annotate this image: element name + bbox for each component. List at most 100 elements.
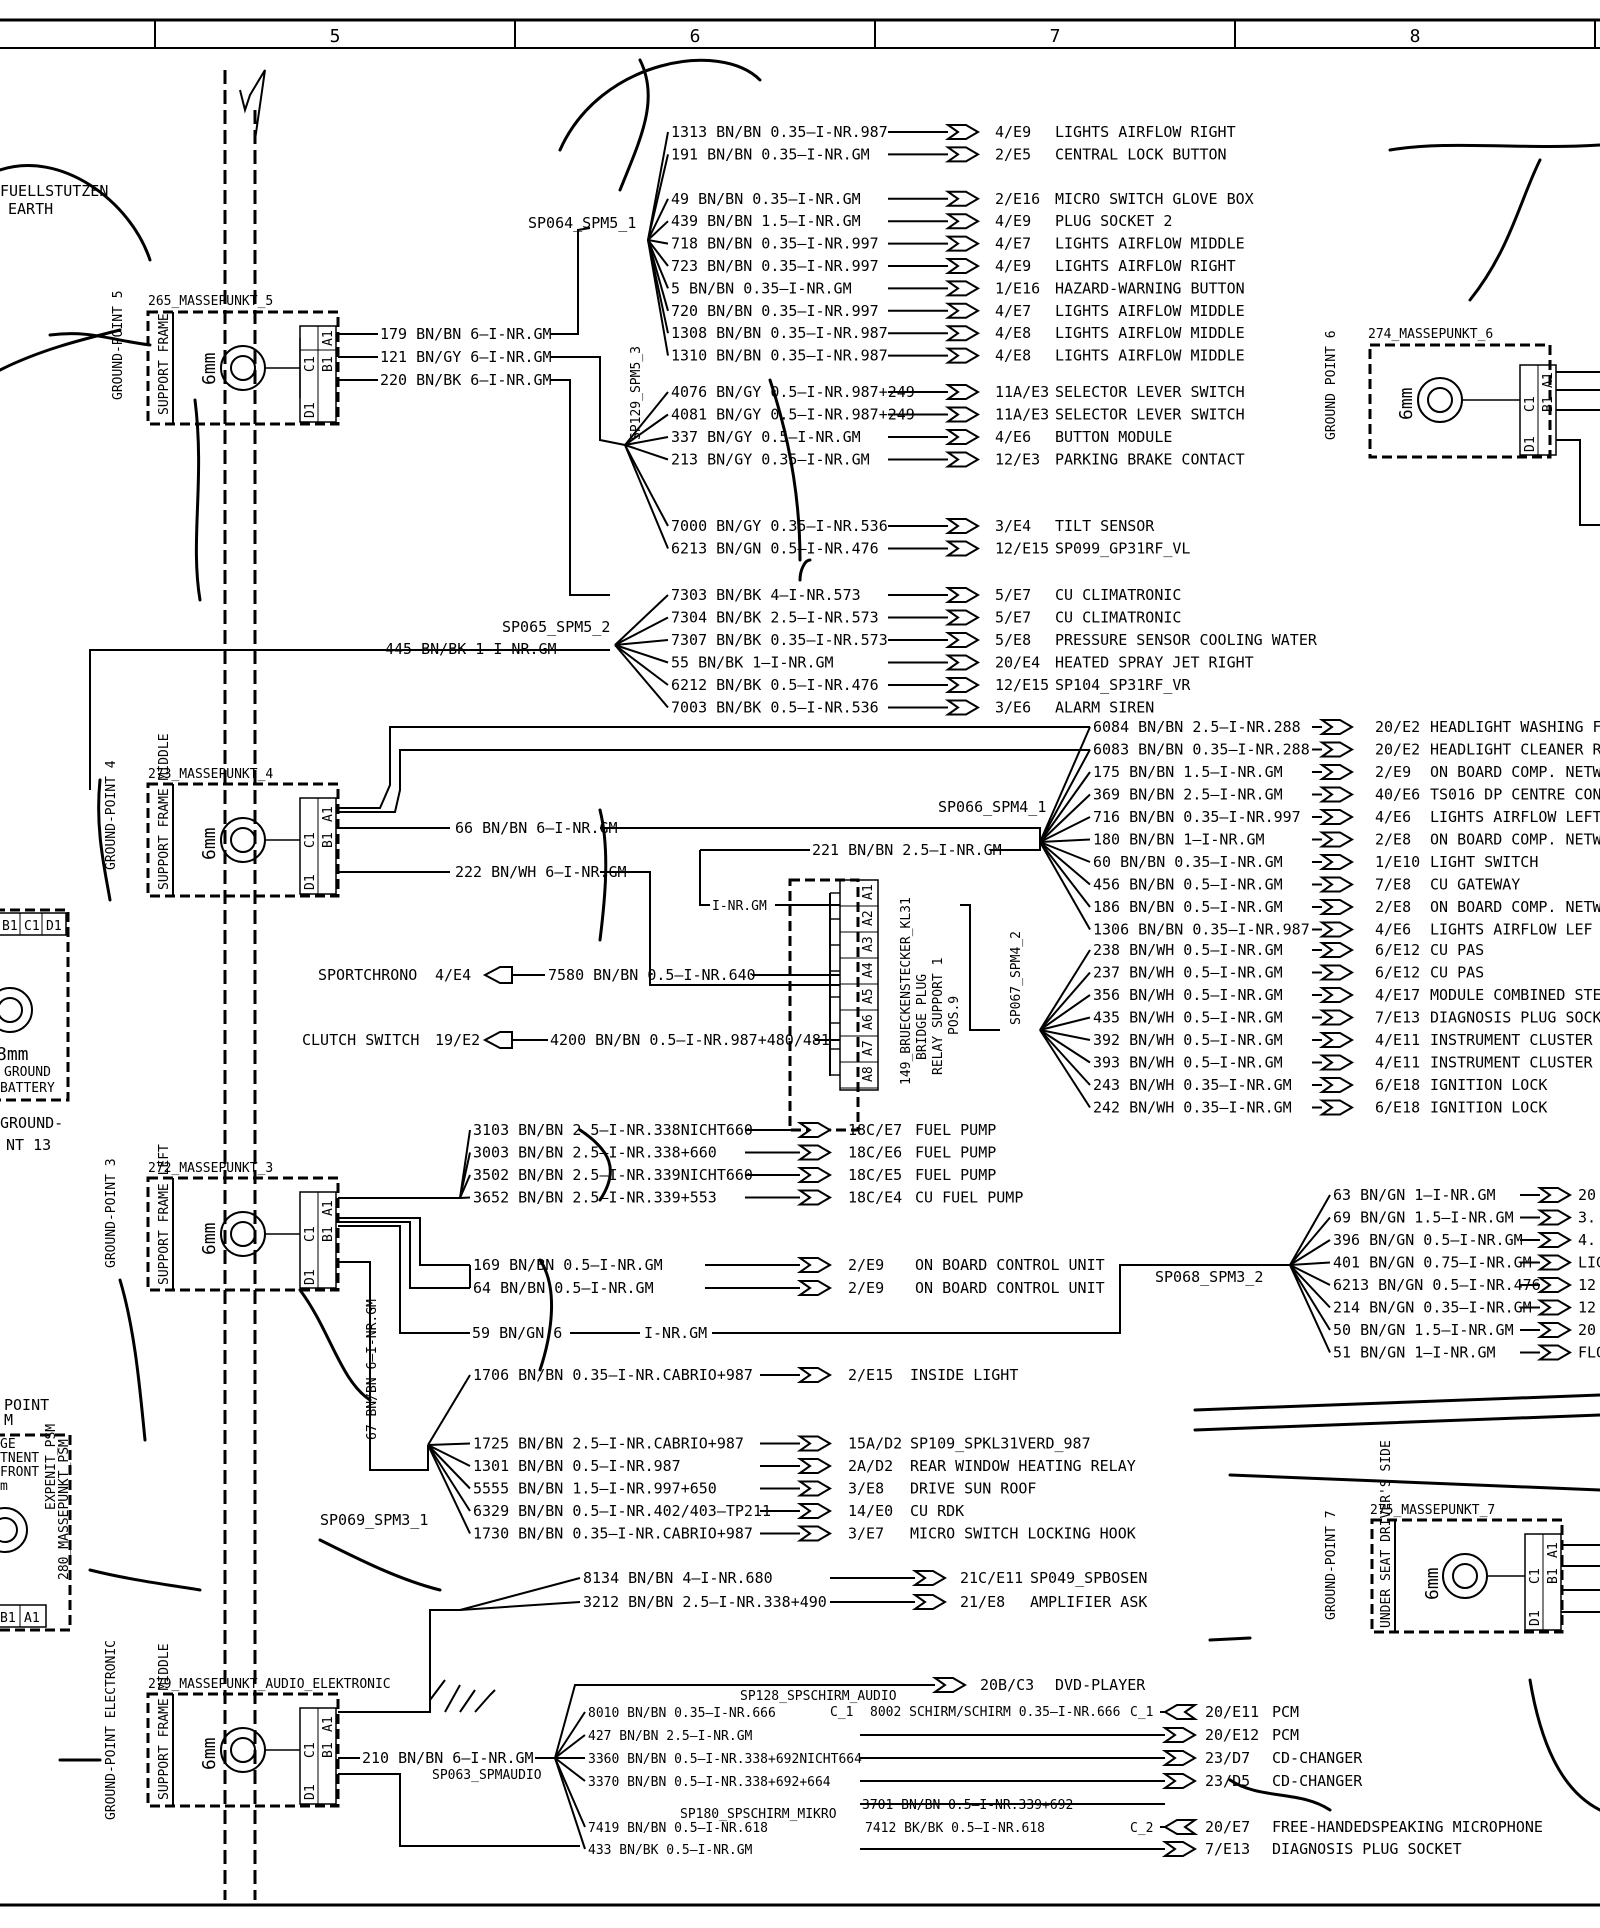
gp5-pin-d1: D1 <box>303 402 318 418</box>
battery-ground-point[interactable]: B1 C1 D1 8mm GROUND BATTERY GROUND- NT 1… <box>0 908 70 1154</box>
gpa-wires: 210 BN/BN 6—I-NR.GM <box>338 1609 580 1847</box>
splice-sp063: SP063_SPMAUDIO <box>432 1768 542 1783</box>
connector-code: 12 <box>1578 1299 1596 1317</box>
wire-label: 69 BN/GN 1.5—I-NR.GM <box>1333 1209 1514 1227</box>
target-description: FREE-HANDEDSPEAKING MICROPHONE <box>1272 1818 1543 1836</box>
connector-code: 20 <box>1578 1321 1596 1339</box>
connector-arrow-icon <box>944 258 980 274</box>
column-number-8: 8 <box>1410 26 1421 47</box>
gp5-frame: SUPPORT FRAME <box>157 313 172 415</box>
connector-code: 4/E6 <box>995 428 1031 446</box>
wire-label: 435 BN/WH 0.5—I-NR.GM <box>1093 1009 1283 1027</box>
gp3-pin-d1: D1 <box>303 1269 318 1285</box>
wire-label: 213 BN/GY 0.35—I-NR.GM <box>671 451 870 469</box>
connector-code: 4/E17 <box>1375 986 1420 1004</box>
relay-sub1: BRIDGE PLUG <box>915 974 930 1060</box>
wire-label: 5555 BN/BN 1.5—I-NR.997+650 <box>473 1480 717 1498</box>
target-description: SP049_SPBOSEN <box>1030 1569 1147 1587</box>
target-description: ON BOARD CONTROL UNIT <box>915 1256 1105 1274</box>
ground-point-audio[interactable]: 279_MASSEPUNKT_AUDIO_ELEKTRONIC SUPPORT … <box>104 1640 391 1820</box>
ground-point-5[interactable]: 265_MASSEPUNKT_5 SUPPORT FRAME GROUND-PO… <box>111 290 340 426</box>
gp7-pin-c1: C1 <box>1528 1568 1543 1584</box>
wire-label: 3360 BN/BN 0.5—I-NR.338+692NICHT664 <box>588 1752 862 1767</box>
wire-label: 243 BN/WH 0.35—I-NR.GM <box>1093 1076 1292 1094</box>
psm-l4: TNENT <box>0 1451 39 1466</box>
relay-pin: A6 <box>861 1014 876 1030</box>
target-description: FUEL PUMP <box>915 1121 996 1139</box>
connector-arrow-icon <box>1161 1841 1197 1857</box>
connector-arrow-icon <box>1318 741 1354 758</box>
wire-label: 369 BN/BN 2.5—I-NR.GM <box>1093 786 1283 804</box>
connector-code: 7/E13 <box>1375 1009 1420 1027</box>
connector-code: 4/E9 <box>995 257 1031 275</box>
connector-arrow-icon <box>1318 921 1354 938</box>
gp3-label: 272_MASSEPUNKT_3 <box>148 1161 273 1176</box>
connector-code: 1/E16 <box>995 279 1040 297</box>
connector-code: 12/E3 <box>995 451 1040 469</box>
connector-code: 2/E8 <box>1375 831 1411 849</box>
connector-arrow-icon <box>944 325 980 342</box>
target-description: CENTRAL LOCK BUTTON <box>1055 145 1227 163</box>
gp7-pin-a1: A1 <box>1546 1542 1561 1558</box>
ground-point-7[interactable]: 275_MASSEPUNKT_7 UNDER SEAT DRIVER'S SID… <box>1324 1440 1600 1634</box>
gp6-side: GROUND POINT 6 <box>1324 330 1339 440</box>
connector-code: 4/E8 <box>995 324 1031 342</box>
target-description: MICRO SWITCH LOCKING HOOK <box>910 1525 1136 1543</box>
psm-pin-b1: B1 <box>0 1611 16 1626</box>
target-description: REAR WINDOW HEATING RELAY <box>910 1457 1136 1475</box>
shield-tag: C_2 <box>1130 1821 1153 1836</box>
gpa-frame: SUPPORT FRAME MIDDLE <box>157 1643 172 1800</box>
connector-arrow-icon <box>1161 1750 1197 1766</box>
splice-sp064: SP064_SPM5_1 <box>528 214 636 232</box>
gpa-size: 6mm <box>199 1737 220 1770</box>
wire-210: 210 BN/BN 6—I-NR.GM <box>362 1749 534 1767</box>
connector-code: 23/D5 <box>1205 1772 1250 1790</box>
connector-arrow-icon <box>1318 876 1354 893</box>
ground-point-4[interactable]: 273_MASSEPUNKT_4 SUPPORT FRAME MIDDLE GR… <box>104 733 340 898</box>
gp7-size: 6mm <box>1422 1567 1443 1600</box>
ground-point-3[interactable]: 272_MASSEPUNKT_3 SUPPORT FRAME LEFT GROU… <box>104 1144 340 1292</box>
relay-name: 149_BRUECKENSTECKER_KL31 <box>899 897 914 1085</box>
psm-l6: m <box>0 1479 8 1494</box>
connector-arrow-icon <box>1318 964 1354 981</box>
wire-label: 6213 BN/GN 0.5—I-NR.476 <box>1333 1276 1541 1294</box>
target-description: LIGHTS AIRFLOW MIDDLE <box>1055 347 1245 365</box>
battery-line1: GROUND <box>4 1065 51 1080</box>
ground-point-6[interactable]: 274_MASSEPUNKT_6 GROUND POINT 6 6mm A1 B… <box>1324 327 1600 526</box>
gp4-label: 273_MASSEPUNKT_4 <box>148 767 273 782</box>
gp7-side: GROUND-POINT 7 <box>1324 1510 1339 1620</box>
battery-label: GROUND- <box>0 1114 63 1132</box>
gp6-label: 274_MASSEPUNKT_6 <box>1368 327 1493 342</box>
connector-code: 2/E9 <box>848 1256 884 1274</box>
connector-code: 3/E4 <box>995 517 1031 535</box>
gpa-pin-c1: C1 <box>303 1742 318 1758</box>
target-description: LIGHTS AIRFLOW MIDDLE <box>1055 302 1245 320</box>
wire-label: 1730 BN/BN 0.35—I-NR.CABRIO+987 <box>473 1525 753 1543</box>
psm-vertical-label-2: EXPENIT_PSM <box>44 1424 59 1510</box>
target-description: CU RDK <box>910 1502 964 1520</box>
target-description: LIGHTS AIRFLOW MIDDLE <box>1055 235 1245 253</box>
column-number-7: 7 <box>1050 26 1061 47</box>
target-description: CD-CHANGER <box>1272 1749 1363 1767</box>
connector-code: 12/E15 <box>995 676 1049 694</box>
psm-ground-point[interactable]: POINT M GE TNENT FRONT m 280_MASSEPUNKT_… <box>0 1396 72 1632</box>
connector-arrow-icon <box>482 1031 513 1049</box>
wire-445: 445 BN/BK 1—I-NR.GM <box>385 640 557 658</box>
wire-label: 180 BN/BN 1—I-NR.GM <box>1093 831 1265 849</box>
wire-7580: 7580 BN/BN 0.5—I-NR.640 <box>548 966 756 984</box>
target-description: HEADLIGHT CLEANER RE <box>1430 741 1600 759</box>
target-description: TILT SENSOR <box>1055 517 1155 535</box>
